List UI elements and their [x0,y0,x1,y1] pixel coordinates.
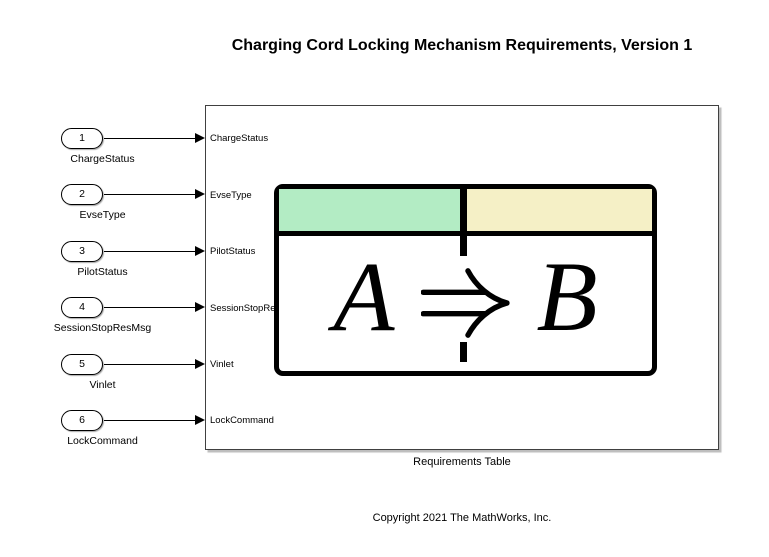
inport-block-6[interactable]: 6 [61,409,103,431]
inport-row-3: 3 PilotStatus [20,240,210,287]
inport-name-label: LockCommand [67,434,138,447]
signal-line[interactable] [104,307,196,309]
icon-header-row [279,189,652,236]
inport-number: 4 [79,301,85,314]
postcondition-header-cell [467,189,652,231]
inport-row-6: 6 LockCommand [20,409,210,456]
inport-block-2[interactable]: 2 [61,184,103,205]
column-divider-dash-top [460,236,467,256]
inport-number: 6 [79,413,85,426]
inport-number: 1 [79,131,85,144]
diagram-title: Charging Cord Locking Mechanism Requirem… [231,37,693,54]
inport-name-label: PilotStatus [77,265,128,278]
inport-name-label: SessionStopResMsg [53,322,152,334]
port-label-lockcommand: LockCommand [210,415,274,426]
port-label-pilotstatus: PilotStatus [210,246,256,257]
signal-line[interactable] [104,419,196,421]
requirements-table-block[interactable]: ChargeStatus EvseType PilotStatus Sessio… [205,105,719,450]
inport-name-label: ChargeStatus [70,152,135,165]
column-divider [460,189,467,231]
signal-line[interactable] [104,194,196,196]
port-label-sessionstopresmsg: SessionStopResMsg [210,302,299,314]
postcondition-letter: B [536,241,598,352]
signal-line[interactable] [104,137,196,139]
inport-number: 3 [79,244,85,257]
inport-number: 5 [79,357,85,370]
copyright-text: Copyright 2021 The MathWorks, Inc. [372,512,552,524]
port-label-chargestatus: ChargeStatus [210,133,269,144]
inport-row-4: 4 SessionStopResMsg [20,297,210,343]
inport-row-5: 5 Vinlet [20,353,210,400]
inport-block-1[interactable]: 1 [61,127,103,149]
inport-block-3[interactable]: 3 [61,240,103,262]
signal-arrowhead-icon [195,245,205,256]
signal-line[interactable] [104,363,196,365]
inport-name-label: EvseType [79,209,126,221]
signal-arrowhead-icon [195,414,205,425]
signal-arrowhead-icon [195,189,205,199]
requirements-table-icon: A B [274,184,657,376]
column-divider-dash-bottom [460,342,467,362]
inport-block-4[interactable]: 4 [61,297,103,318]
block-name-label: Requirements Table [413,456,511,468]
implies-arrow-icon [420,268,510,338]
inport-row-1: 1 ChargeStatus [20,127,210,174]
port-label-vinlet: Vinlet [210,359,234,370]
precondition-letter: A [333,241,395,352]
signal-line[interactable] [104,250,196,252]
icon-body: A B [279,236,652,362]
precondition-header-cell [279,189,460,231]
signal-arrowhead-icon [195,132,205,143]
signal-arrowhead-icon [195,358,205,369]
port-label-evsetype: EvseType [210,189,252,201]
inport-number: 2 [79,188,85,201]
inport-row-2: 2 EvseType [20,184,210,230]
signal-arrowhead-icon [195,302,205,312]
inport-name-label: Vinlet [89,378,116,391]
inport-block-5[interactable]: 5 [61,353,103,375]
